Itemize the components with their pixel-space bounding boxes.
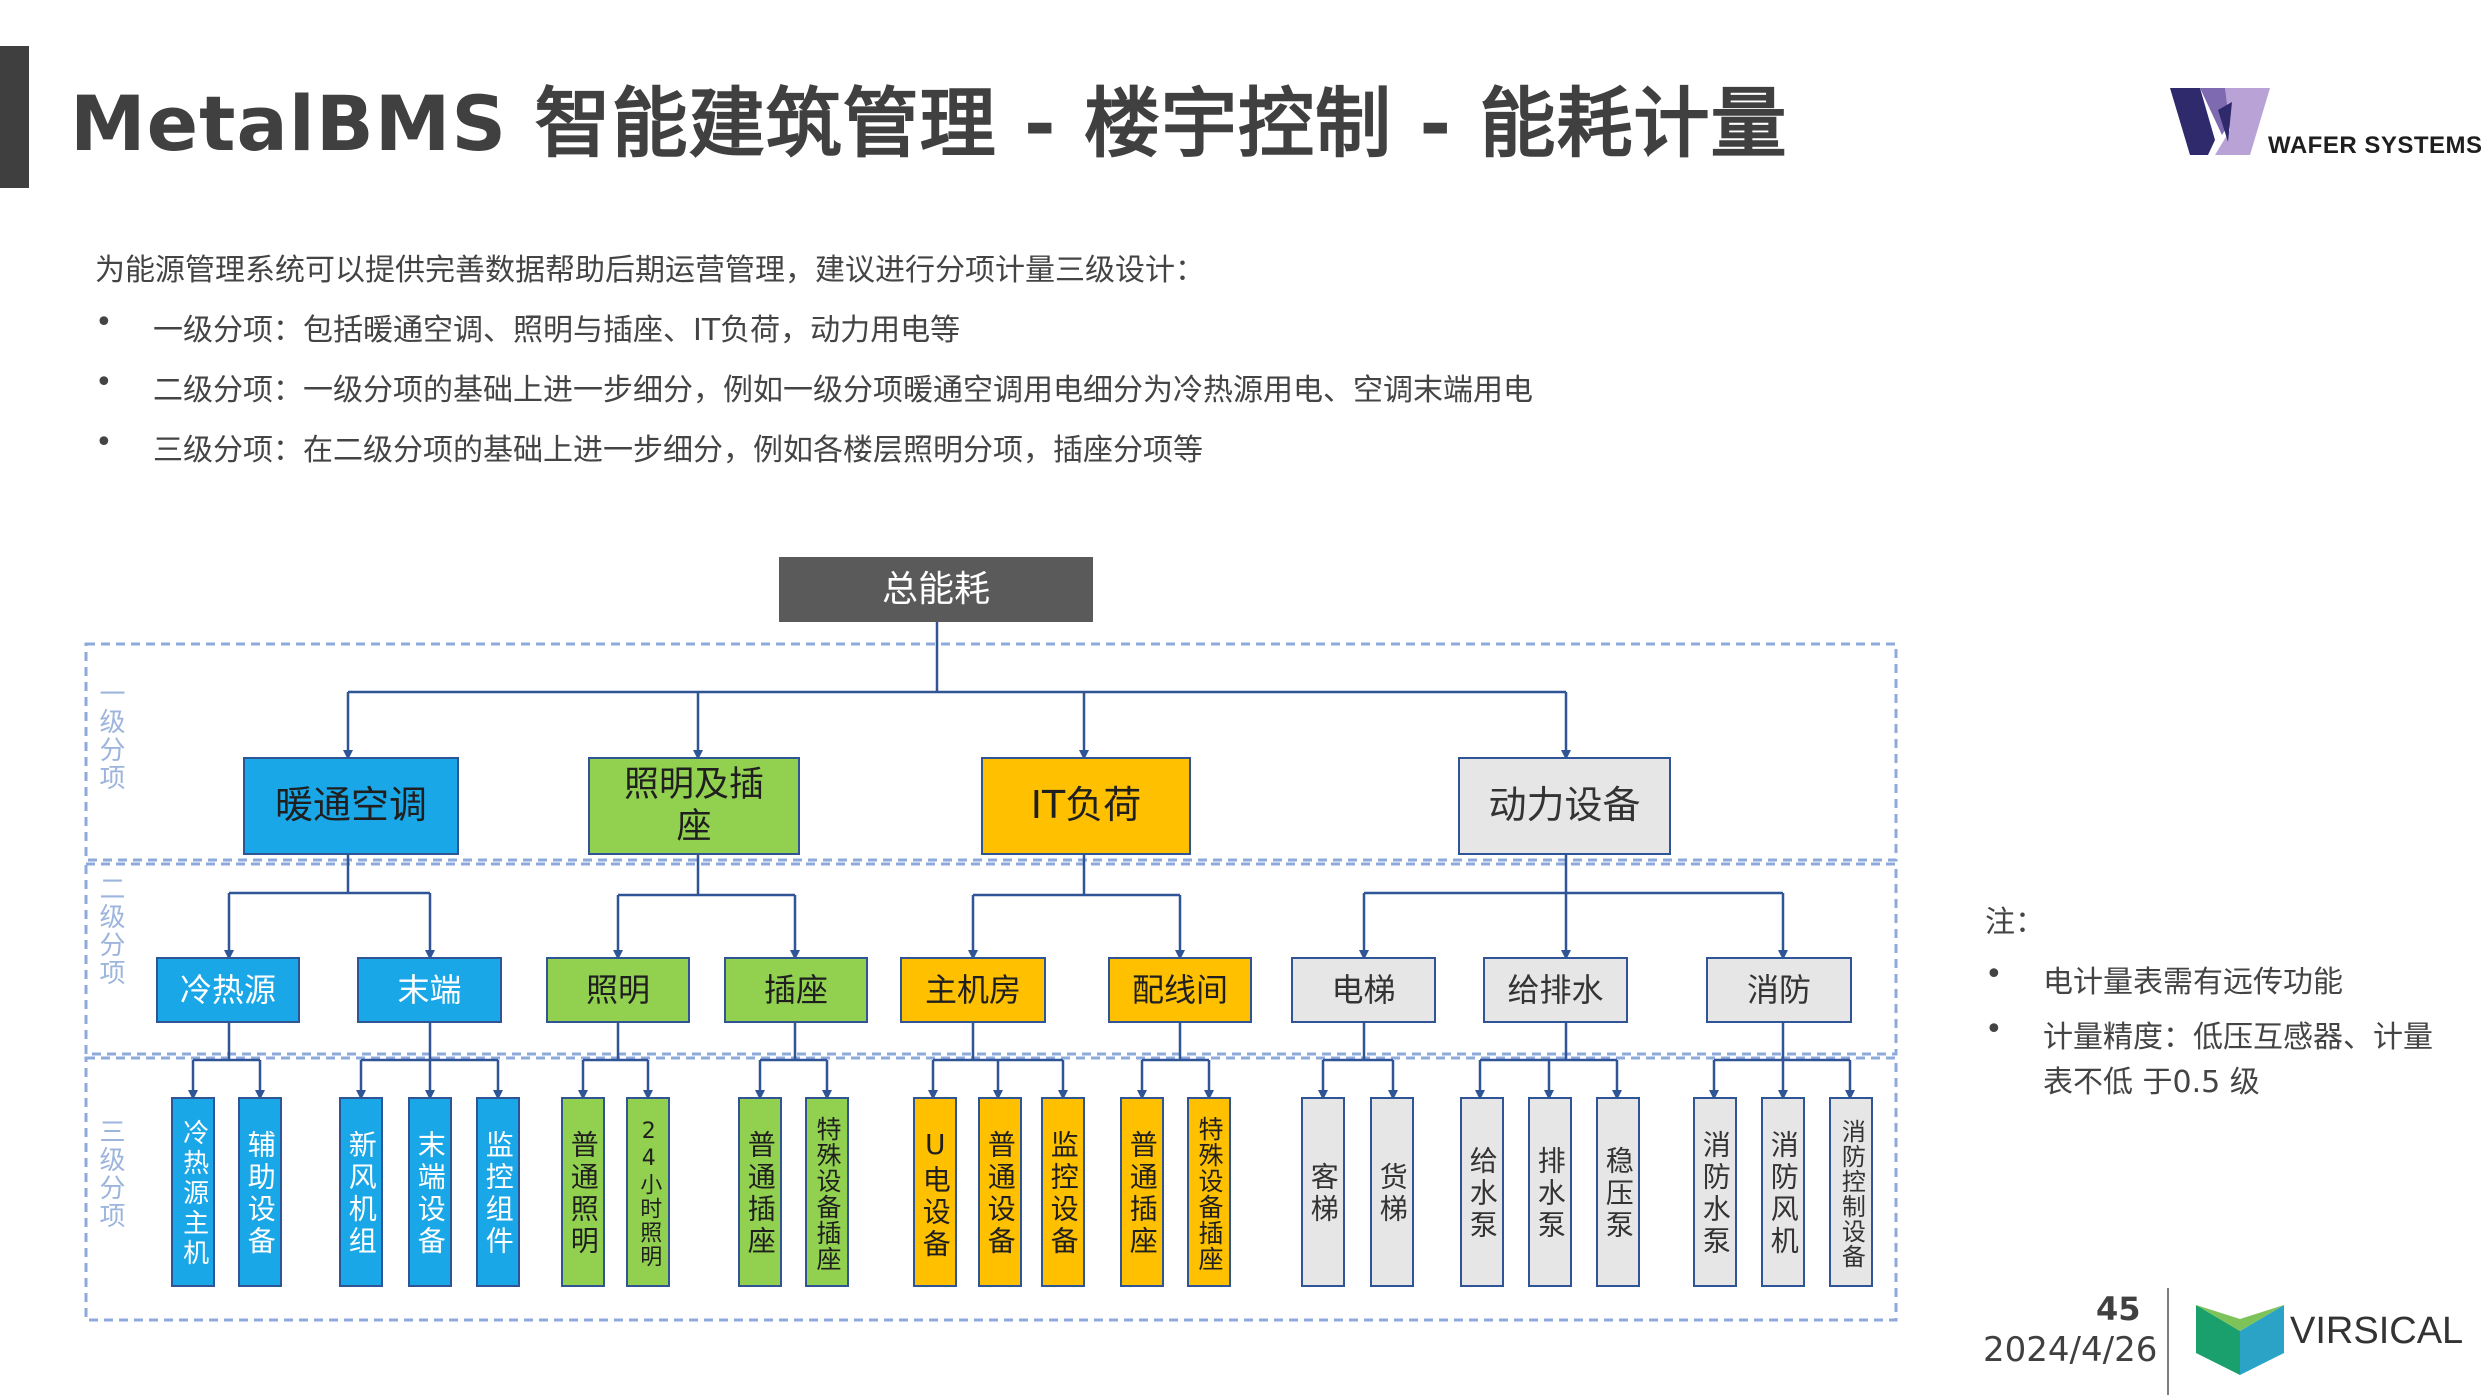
level3-node: 末端设备 (408, 1097, 452, 1287)
note-item-3: 表不低 于0.5 级 (2043, 1065, 2260, 1100)
level1-node-lighting: 照明及插座 (588, 757, 800, 855)
level1-node-it: IT负荷 (981, 757, 1191, 855)
level3-node: 监控组件 (476, 1097, 520, 1287)
level3-node: 消防水泵 (1693, 1097, 1737, 1287)
level3-node: 给水泵 (1460, 1097, 1504, 1287)
level3-node: 普通设备 (978, 1097, 1022, 1287)
page-number: 45 (2096, 1290, 2141, 1328)
level3-node: 监控设备 (1041, 1097, 1085, 1287)
level2-node: 末端 (357, 957, 502, 1023)
level3-node: 冷热源主机 (171, 1097, 215, 1287)
virsical-logo-text: VIRSICAL (2290, 1310, 2464, 1352)
root-node: 总能耗 (779, 557, 1093, 622)
bullet-symbol: • (1985, 957, 2003, 992)
bullet-symbol: • (95, 365, 113, 400)
bullet-symbol: • (1985, 1012, 2003, 1047)
level3-node: U电设备 (913, 1097, 957, 1287)
level-1-frame (84, 642, 1898, 862)
level2-node: 插座 (724, 957, 868, 1023)
level1-node-power: 动力设备 (1458, 757, 1671, 855)
level3-node: 消防风机 (1761, 1097, 1805, 1287)
level-2-frame (84, 862, 1898, 1056)
level3-node: 新风机组 (339, 1097, 383, 1287)
note-item-1: 电计量表需有远传功能 (2043, 965, 2343, 1000)
intro-bullet-3: 三级分项：在二级分项的基础上进一步细分，例如各楼层照明分项，插座分项等 (153, 433, 1203, 468)
footer-date: 2024/4/26 (1983, 1330, 2158, 1370)
level3-node: 特殊设备插座 (805, 1097, 849, 1287)
page-title: MetalBMS 智能建筑管理 - 楼宇控制 - 能耗计量 (70, 79, 1788, 168)
level3-node: 普通插座 (738, 1097, 782, 1287)
intro-bullet-2: 二级分项：一级分项的基础上进一步细分，例如一级分项暖通空调用电细分为冷热源用电、… (153, 373, 1533, 408)
level3-node: 稳压泵 (1596, 1097, 1640, 1287)
notes-title: 注： (1985, 905, 2045, 940)
level-2-label: 二级分项 (95, 875, 125, 987)
level2-node: 主机房 (900, 957, 1046, 1023)
level2-node: 冷热源 (156, 957, 300, 1023)
level3-node: 排水泵 (1528, 1097, 1572, 1287)
note-item-2: 计量精度：低压互感器、计量 (2043, 1020, 2433, 1055)
level3-node: 货梯 (1370, 1097, 1414, 1287)
level3-node: 特殊设备插座 (1187, 1097, 1231, 1287)
level3-node: 普通照明 (561, 1097, 605, 1287)
level3-node: 普通插座 (1120, 1097, 1164, 1287)
level2-node: 电梯 (1291, 957, 1436, 1023)
intro-bullet-1: 一级分项：包括暖通空调、照明与插座、IT负荷，动力用电等 (153, 313, 961, 348)
level-1-label: 一级分项 (95, 680, 125, 792)
level1-node-hvac: 暖通空调 (243, 757, 459, 855)
wafer-systems-logo-icon (2170, 88, 2270, 155)
level2-node: 给排水 (1483, 957, 1628, 1023)
level3-node: 辅助设备 (238, 1097, 282, 1287)
level2-node: 消防 (1706, 957, 1852, 1023)
level2-node: 配线间 (1108, 957, 1252, 1023)
wafer-systems-logo-text: WAFER SYSTEMS (2268, 132, 2481, 159)
intro-lead: 为能源管理系统可以提供完善数据帮助后期运营管理，建议进行分项计量三级设计： (95, 253, 1205, 288)
level-3-label: 三级分项 (95, 1118, 125, 1230)
level-3-frame (84, 1056, 1898, 1322)
level3-node: 消防控制设备 (1829, 1097, 1873, 1287)
title-accent-bar (0, 46, 29, 188)
virsical-logo-icon (2196, 1305, 2284, 1375)
level3-node: 客梯 (1301, 1097, 1345, 1287)
footer-divider (2167, 1288, 2169, 1395)
level3-node: 24小时照明 (626, 1097, 670, 1287)
bullet-symbol: • (95, 305, 113, 340)
level2-node: 照明 (546, 957, 690, 1023)
bullet-symbol: • (95, 425, 113, 460)
